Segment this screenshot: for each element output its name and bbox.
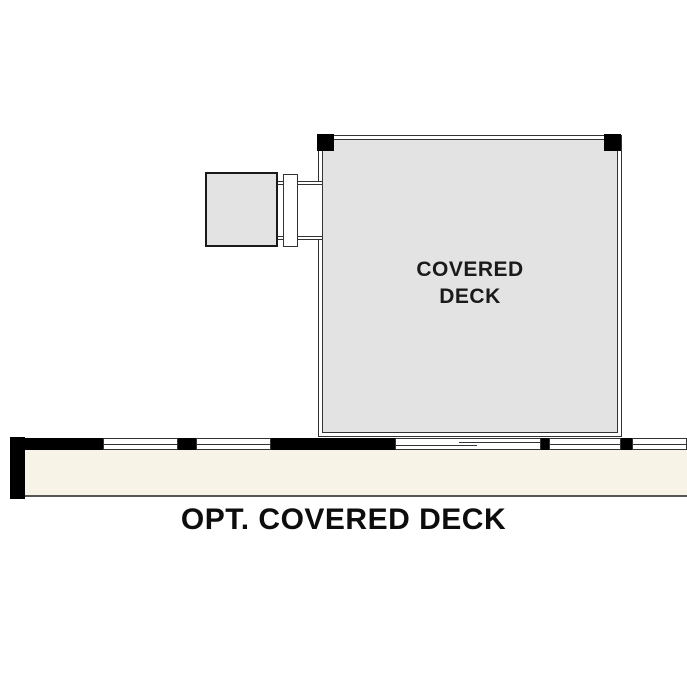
deck-post-right xyxy=(604,134,621,151)
window xyxy=(549,438,621,450)
wall-segment xyxy=(10,438,103,450)
plan-title: OPT. COVERED DECK xyxy=(180,503,507,536)
bump-out xyxy=(205,172,278,247)
wall-segment xyxy=(541,438,549,450)
wall-segment xyxy=(271,438,395,450)
window xyxy=(103,438,178,450)
covered-deck-area xyxy=(318,135,622,437)
window-mullion xyxy=(104,444,177,445)
window-mullion xyxy=(633,444,686,445)
covered-deck-label-line2: DECK xyxy=(439,285,501,309)
wall-segment xyxy=(178,438,196,450)
house-interior-strip xyxy=(25,450,687,497)
sliding-door-leaf-right xyxy=(459,442,540,443)
deck-post-left xyxy=(317,134,334,151)
window xyxy=(632,438,687,450)
door-frame xyxy=(283,174,298,247)
covered-deck-floor xyxy=(322,139,618,433)
covered-deck-label-line1: COVERED xyxy=(416,258,524,281)
window xyxy=(196,438,271,450)
passage-double-line xyxy=(278,184,322,237)
wall-segment xyxy=(621,438,632,450)
window-mullion xyxy=(197,444,270,445)
corner-wall xyxy=(10,437,25,499)
window-mullion xyxy=(550,444,620,445)
covered-deck-label: COVERED DECK xyxy=(318,256,622,311)
sliding-door xyxy=(395,438,541,450)
sliding-door-leaf-left xyxy=(396,445,477,446)
